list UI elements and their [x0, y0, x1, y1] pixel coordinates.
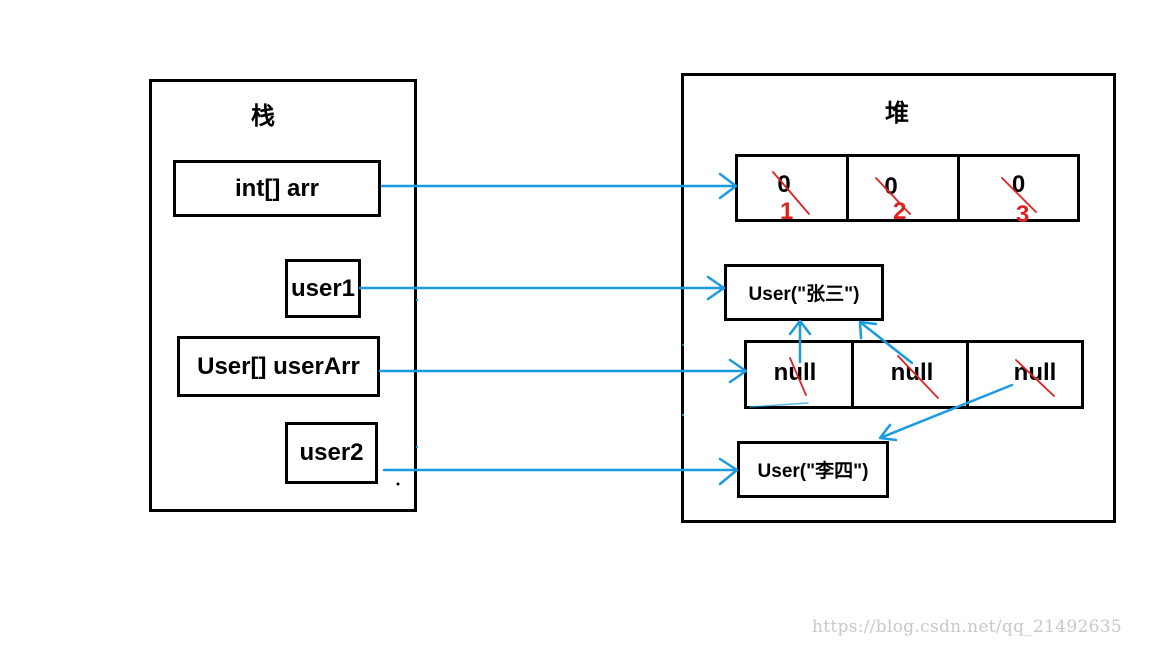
strike-int-0 — [772, 171, 810, 215]
stack-title: 栈 — [251, 103, 275, 130]
strike-int-2 — [1001, 177, 1037, 213]
int-array-divider-2 — [957, 157, 960, 219]
strike-int-1 — [875, 177, 911, 215]
speck-5 — [396, 482, 400, 486]
heap-title: 堆 — [885, 100, 909, 127]
speck-4 — [682, 344, 684, 346]
int-array-new-value-1: 2 — [893, 198, 907, 225]
stack-var-user2: user2 — [285, 422, 378, 484]
int-array-cell-1: 0 — [849, 157, 957, 219]
heap-user-lisi: User("李四") — [737, 441, 889, 498]
stack-var-userArr: User[] userArr — [177, 336, 380, 397]
int-array-value-1: 0 — [884, 173, 898, 200]
int-array-new-value-2: 3 — [1016, 201, 1030, 228]
arrow-user2-to-lisi — [382, 457, 739, 486]
stack-var-userArr-label: User[] userArr — [197, 352, 360, 380]
strike-null-1 — [897, 355, 939, 399]
watermark: https://blog.csdn.net/qq_21492635 — [812, 617, 1122, 637]
stack-var-arr: int[] arr — [173, 160, 381, 217]
speck-1 — [415, 298, 419, 302]
arrow-null0-to-zhangsan — [788, 319, 812, 364]
arrow-user1-to-zhangsan — [358, 275, 726, 301]
user-array-divider-1 — [851, 343, 854, 406]
stack-region: 栈 — [149, 79, 417, 512]
stack-var-user2-label: user2 — [299, 439, 364, 466]
int-array-new-value-0: 1 — [780, 198, 794, 225]
strike-null-0 — [789, 357, 807, 396]
user-array-divider-2 — [966, 343, 969, 406]
user-array-value-2: null — [1013, 358, 1057, 386]
speck-2 — [415, 445, 419, 449]
user-array-cell-0: null — [747, 343, 851, 406]
arrow-arr-to-int-array — [380, 172, 738, 200]
stray-stroke — [749, 402, 809, 408]
user-array-cell-2: null — [969, 343, 1081, 406]
arrow-null2-to-lisi — [878, 383, 1014, 442]
arrow-userArr-to-user-array — [378, 358, 748, 384]
stack-var-user1-label: user1 — [290, 274, 356, 302]
user-zhangsan-label: User("张三") — [748, 284, 860, 305]
arrow-null1-to-zhangsan — [858, 320, 914, 365]
user-lisi-label: User("李四") — [757, 461, 869, 482]
int-array-divider-1 — [846, 157, 849, 219]
stack-var-arr-label: int[] arr — [235, 174, 319, 202]
strike-null-2 — [1015, 359, 1055, 397]
heap-user-zhangsan: User("张三") — [724, 264, 884, 321]
speck-3 — [681, 413, 685, 417]
user-array-value-0: null — [773, 358, 817, 386]
